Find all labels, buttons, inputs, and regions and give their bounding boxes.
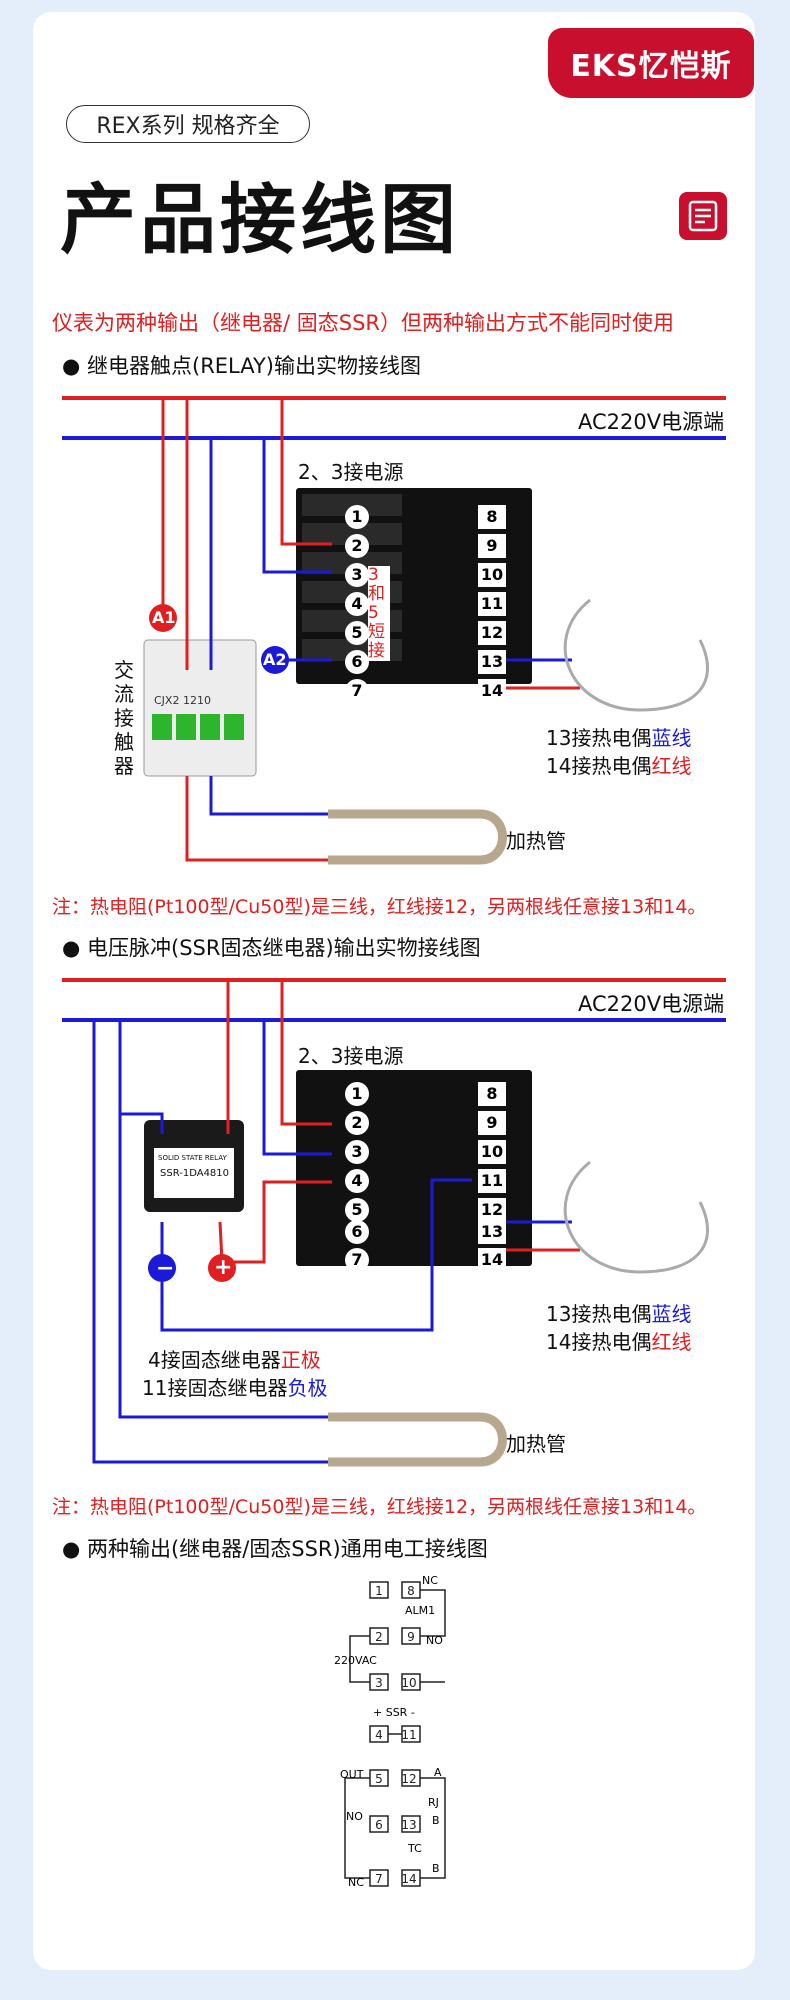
section3-heading: ● 两种输出(继电器/固态SSR)通用电工接线图 <box>62 1537 488 1561</box>
terminal-label: 3 <box>345 563 369 587</box>
section2-heading: ● 电压脉冲(SSR固态继电器)输出实物接线图 <box>62 936 481 960</box>
rj-label: RJ <box>428 1796 439 1809</box>
b2-label: B <box>432 1862 440 1875</box>
series-tag: REX系列 规格齐全 <box>66 105 310 143</box>
document-icon <box>679 192 727 240</box>
svg-text:4: 4 <box>375 1728 383 1742</box>
output-warning: 仪表为两种输出（继电器/ 固态SSR）但两种输出方式不能同时使用 <box>52 311 674 335</box>
contactor-label: 交流接触器 <box>114 658 134 778</box>
ssr-positive-line: 4接固态继电器正极 <box>148 1348 321 1372</box>
nc-top-label: NC <box>422 1574 438 1587</box>
terminal-label: 7 <box>345 1248 369 1272</box>
terminal-label: 14 <box>478 679 506 703</box>
a-label: A <box>434 1766 442 1779</box>
terminal-label: 5 <box>345 1198 369 1222</box>
ssr-title: SOLID STATE RELAY <box>158 1154 227 1162</box>
terminal-label: 6 <box>345 1220 369 1244</box>
svg-text:3: 3 <box>375 1676 383 1690</box>
terminal-label: 2 <box>345 534 369 558</box>
ssr-label: + SSR - <box>373 1706 415 1719</box>
ssr-negative-line: 11接固态继电器负极 <box>142 1376 328 1400</box>
terminal-label: 11 <box>478 1169 506 1193</box>
short-note: 3和5短接 <box>368 566 390 661</box>
rtd-note: 注：热电阻(Pt100型/Cu50型)是三线，红线接12，另两根线任意接13和1… <box>52 896 707 918</box>
terminal-label: 12 <box>478 1198 506 1222</box>
terminal-label: 10 <box>478 1140 506 1164</box>
alm1-label: ALM1 <box>405 1604 436 1617</box>
schematic-diagram: 1 8 2 9 3 10 4 11 5 12 6 13 7 14 <box>344 1581 446 1887</box>
terminal-label: 13 <box>478 650 506 674</box>
svg-text:1: 1 <box>375 1584 383 1598</box>
svg-text:9: 9 <box>407 1630 415 1644</box>
contactor-model: CJX2 1210 <box>154 694 211 707</box>
b1-label: B <box>432 1814 440 1827</box>
terminal-note: 2、3接电源 <box>298 460 404 484</box>
tc-red-line: 14接热电偶红线 <box>546 754 692 778</box>
svg-text:11: 11 <box>401 1728 416 1742</box>
terminal-label: 14 <box>478 1248 506 1272</box>
rtd-note: 注：热电阻(Pt100型/Cu50型)是三线，红线接12，另两根线任意接13和1… <box>52 1496 707 1518</box>
page-title: 产品接线图 <box>60 175 460 264</box>
heater-label: 加热管 <box>506 1432 566 1456</box>
relay-wiring-diagram <box>62 396 726 865</box>
ssr-minus: − <box>156 1256 175 1281</box>
tc-blue-line: 13接热电偶蓝线 <box>546 726 692 750</box>
terminal-label: 7 <box>345 679 369 703</box>
svg-text:5: 5 <box>375 1772 383 1786</box>
svg-text:2: 2 <box>375 1630 383 1644</box>
svg-text:10: 10 <box>401 1676 416 1690</box>
tc-red-line: 14接热电偶红线 <box>546 1330 692 1354</box>
terminal-label: 8 <box>478 1082 506 1106</box>
no-top-label: NO <box>426 1634 443 1647</box>
terminal-note: 2、3接电源 <box>298 1044 404 1068</box>
nc-left-label: NC <box>348 1876 364 1889</box>
power-label: AC220V电源端 <box>578 992 725 1016</box>
terminal-label: 8 <box>478 505 506 529</box>
section1-heading: ● 继电器触点(RELAY)输出实物接线图 <box>62 354 421 378</box>
a1-label: A1 <box>152 608 176 627</box>
content-card <box>33 12 755 1970</box>
svg-text:12: 12 <box>401 1772 416 1786</box>
ssr-plus: + <box>214 1255 233 1280</box>
terminal-label: 1 <box>345 1082 369 1106</box>
terminal-label: 13 <box>478 1220 506 1244</box>
out-label: OUT <box>340 1768 364 1781</box>
terminal-label: 9 <box>478 534 506 558</box>
tc-label: TC <box>408 1842 422 1855</box>
terminal-label: 9 <box>478 1111 506 1135</box>
svg-text:8: 8 <box>407 1584 415 1598</box>
svg-text:14: 14 <box>401 1872 416 1886</box>
svg-text:13: 13 <box>401 1818 416 1832</box>
heater-label: 加热管 <box>506 829 566 853</box>
terminal-label: 10 <box>478 563 506 587</box>
terminal-label: 4 <box>345 592 369 616</box>
terminal-label: 11 <box>478 592 506 616</box>
brand-logo-text: EKS忆恺斯 <box>570 49 732 84</box>
svg-text:6: 6 <box>375 1818 383 1832</box>
power-label: AC220V电源端 <box>578 410 725 434</box>
terminal-label: 3 <box>345 1140 369 1164</box>
terminal-label: 5 <box>345 621 369 645</box>
vac-label: 220VAC <box>334 1654 377 1667</box>
terminal-label: 12 <box>478 621 506 645</box>
no-left-label: NO <box>346 1810 363 1823</box>
brand-logo: EKS忆恺斯 <box>548 28 754 98</box>
ssr-model: SSR-1DA4810 <box>160 1168 230 1179</box>
tc-blue-line: 13接热电偶蓝线 <box>546 1302 692 1326</box>
terminal-label: 4 <box>345 1169 369 1193</box>
a2-label: A2 <box>263 650 287 669</box>
terminal-label: 6 <box>345 650 369 674</box>
terminal-label: 1 <box>345 505 369 529</box>
svg-text:7: 7 <box>375 1872 383 1886</box>
terminal-label: 2 <box>345 1111 369 1135</box>
